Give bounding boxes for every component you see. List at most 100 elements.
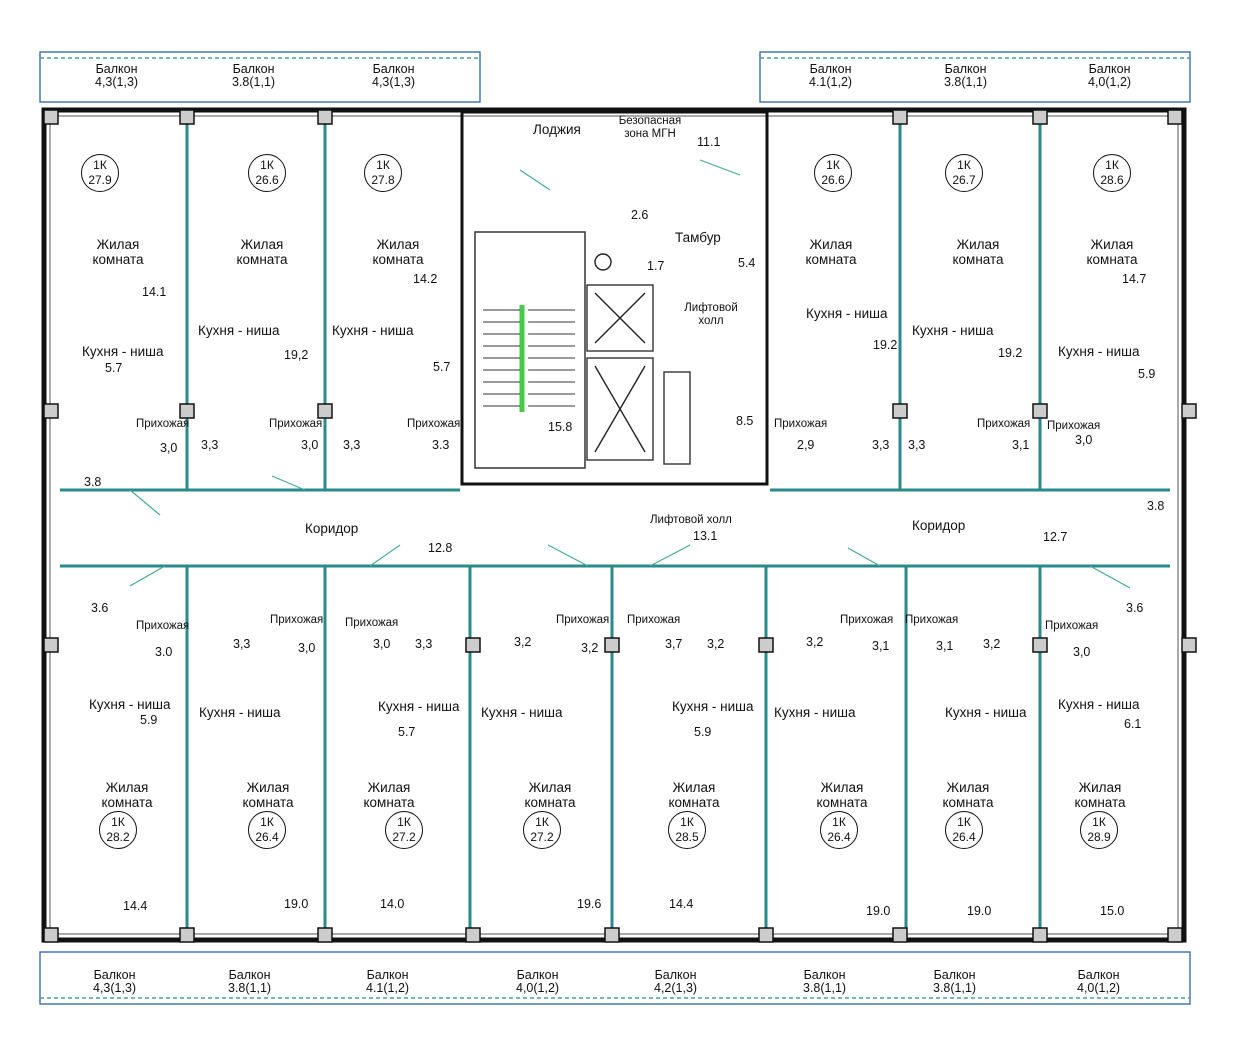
hallway-label: Прихожая: [270, 614, 324, 626]
living-room-label: Жилая комната: [524, 780, 576, 811]
area-value: 6.1: [1124, 717, 1142, 731]
area-value: 5.7: [433, 360, 451, 374]
lift-hall-label: Лифтовой холл: [684, 302, 738, 327]
living-room-label: Жилая комната: [101, 780, 153, 811]
hallway-label: Прихожая: [905, 614, 959, 626]
living-room-label: Жилая комната: [668, 780, 720, 811]
vestibule-label: Тамбур: [675, 230, 721, 245]
area-value: 3,0: [1075, 433, 1093, 447]
area-value: 5.7: [105, 361, 123, 375]
area-value: 1.7: [647, 259, 665, 273]
area-value: 5.9: [1138, 367, 1156, 381]
kitchen-label: Кухня - ниша: [1058, 344, 1140, 359]
area-value: 3.8: [1147, 499, 1165, 513]
kitchen-label: Кухня - ниша: [672, 699, 754, 714]
loggia-label: Лоджия: [533, 122, 581, 137]
kitchen-label: Кухня - ниша: [378, 699, 460, 714]
living-room-label: Жилая комната: [1086, 237, 1138, 268]
area-value: 3,1: [872, 639, 890, 653]
area-value: 13.1: [693, 529, 718, 543]
area-value: 3,1: [1012, 438, 1030, 452]
kitchen-label: Кухня - ниша: [198, 323, 280, 338]
area-value: 3,2: [806, 635, 824, 649]
area-value: 19.0: [967, 904, 992, 918]
area-value: 5.4: [738, 256, 756, 270]
area-value: 2.6: [631, 208, 649, 222]
kitchen-label: Кухня - ниша: [332, 323, 414, 338]
area-value: 3,3: [343, 438, 361, 452]
area-value: 5.7: [398, 725, 416, 739]
area-value: 19.2: [998, 346, 1023, 360]
safe-zone-label: Безопасная зона МГН: [618, 115, 682, 140]
area-value: 3,0: [301, 438, 319, 452]
area-value: 3.0: [155, 645, 173, 659]
area-value: 3,1: [936, 639, 954, 653]
living-room-label: Жилая комната: [242, 780, 294, 811]
area-value: 3,3: [201, 438, 219, 452]
hallway-label: Прихожая: [136, 620, 190, 632]
area-value: 3,0: [160, 441, 178, 455]
living-room-label: Жилая комната: [363, 780, 415, 811]
hallway-label: Прихожая: [840, 614, 894, 626]
area-value: 3.8: [84, 475, 102, 489]
area-value: 3.3: [432, 438, 450, 452]
area-value: 3,3: [233, 637, 251, 651]
area-value: 3.6: [1126, 601, 1144, 615]
kitchen-label: Кухня - ниша: [89, 697, 171, 712]
area-value: 3,0: [1073, 645, 1091, 659]
area-value: 3,3: [415, 637, 433, 651]
hallway-label: Прихожая: [774, 418, 828, 430]
living-room-label: Жилая комната: [236, 237, 288, 268]
area-value: 19.0: [284, 897, 309, 911]
corridor-label: Коридор: [912, 518, 966, 533]
kitchen-label: Кухня - ниша: [912, 323, 994, 338]
kitchen-label: Кухня - ниша: [774, 705, 856, 720]
area-value: 19,2: [284, 348, 309, 362]
living-room-label: Жилая комната: [372, 237, 424, 268]
area-value: 15.8: [548, 420, 573, 434]
area-value: 8.5: [736, 414, 754, 428]
area-value: 12.7: [1043, 530, 1068, 544]
area-value: 3,2: [514, 635, 532, 649]
hallway-label: Прихожая: [1045, 620, 1099, 632]
area-value: 14.1: [142, 285, 167, 299]
living-room-label: Жилая комната: [805, 237, 857, 268]
kitchen-label: Кухня - ниша: [945, 705, 1027, 720]
living-room-label: Жилая комната: [816, 780, 868, 811]
area-value: 19.6: [577, 897, 602, 911]
area-value: 5.9: [140, 713, 158, 727]
area-value: 12.8: [428, 541, 453, 555]
area-value: 11.1: [697, 135, 721, 149]
kitchen-label: Кухня - ниша: [199, 705, 281, 720]
hallway-label: Прихожая: [407, 418, 461, 430]
area-value: 14.7: [1122, 272, 1147, 286]
hallway-label: Прихожая: [269, 418, 323, 430]
area-value: 3,3: [908, 438, 926, 452]
area-value: 14.4: [669, 897, 694, 911]
area-value: 3,3: [872, 438, 890, 452]
hallway-label: Прихожая: [627, 614, 681, 626]
area-value: 3,2: [707, 637, 725, 651]
